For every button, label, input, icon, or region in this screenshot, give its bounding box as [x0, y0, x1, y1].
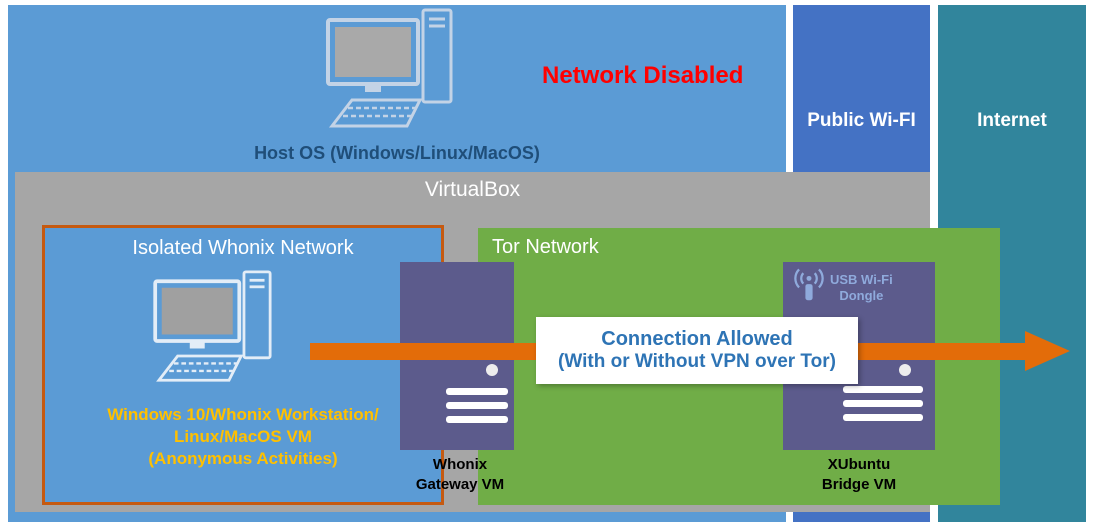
public-wifi-label: Public Wi-FI [807, 110, 916, 131]
whonix-gateway-label-line2: Gateway VM [415, 476, 505, 493]
workstation-caption-line3: (Anonymous Activities) [148, 449, 338, 468]
connection-allowed-text: Connection Allowed [601, 328, 793, 350]
isolated-whonix-label: Isolated Whonix Network [132, 237, 354, 259]
whonix-gateway-label: Whonix Gateway VM [395, 455, 525, 495]
whonix-gateway-label-line1: Whonix [432, 456, 488, 473]
virtualbox-label: VirtualBox [424, 178, 521, 201]
xubuntu-bridge-label-line2: Bridge VM [821, 476, 897, 493]
usb-dongle-label-line1: USB Wi-Fi [830, 272, 893, 287]
usb-dongle-label: USB Wi-Fi Dongle [830, 266, 893, 304]
connection-arrow-head [1025, 331, 1070, 371]
xubuntu-bridge-label-line1: XUbuntu [827, 456, 891, 473]
tor-network-label: Tor Network [492, 236, 599, 258]
usb-wifi-dongle: USB Wi-Fi Dongle [791, 266, 893, 311]
host-computer-icon [322, 8, 462, 130]
workstation-caption: Windows 10/Whonix Workstation/ Linux/Mac… [45, 404, 441, 470]
vm-indicator-circle [486, 364, 498, 376]
workstation-caption-line2: Linux/MacOS VM [174, 427, 312, 446]
wifi-signal-icon [791, 266, 827, 311]
network-disabled-label: Network Disabled [542, 62, 744, 89]
usb-dongle-label-line2: Dongle [839, 288, 884, 303]
vm-indicator-circle [899, 364, 911, 376]
xubuntu-bridge-label: XUbuntu Bridge VM [783, 455, 935, 495]
connection-allowed-box: Connection Allowed (With or Without VPN … [536, 317, 858, 384]
workstation-caption-line1: Windows 10/Whonix Workstation/ [107, 405, 379, 424]
workstation-computer-icon [149, 270, 281, 384]
isolated-whonix-box: Isolated Whonix Network Windows 10/Whoni… [42, 225, 444, 505]
vm-vent-bars [446, 388, 508, 423]
vm-vent-bars [843, 386, 923, 421]
connection-condition-text: (With or Without VPN over Tor) [558, 351, 836, 372]
host-os-label: Host OS (Windows/Linux/MacOS) [254, 143, 540, 163]
internet-label: Internet [977, 110, 1047, 131]
